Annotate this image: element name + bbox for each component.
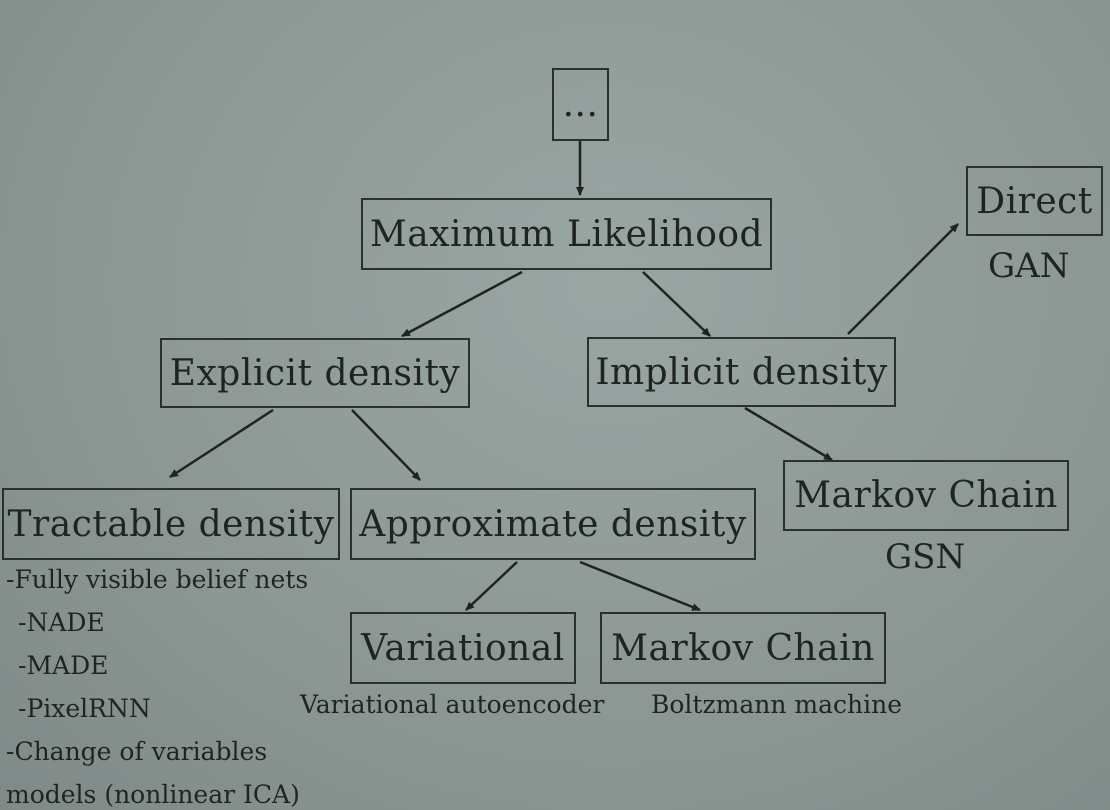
gan-label: GAN — [988, 246, 1070, 286]
root-node: ... — [552, 68, 609, 141]
edge-explicit-to-tractable — [169, 408, 274, 479]
edge-ml-to-implicit — [642, 271, 711, 337]
markov-chain-implicit-node: Markov Chain — [783, 460, 1069, 531]
edge-approximate-to-variational — [465, 561, 518, 611]
variational-node: Variational — [350, 612, 576, 684]
boltzmann-machine-label: Boltzmann machine — [651, 690, 903, 719]
edge-explicit-to-approximate — [351, 409, 421, 481]
tractable-density-node: Tractable density — [2, 488, 340, 560]
list-item: -Fully visible belief nets — [6, 565, 309, 594]
list-item: models (nonlinear ICA) — [6, 780, 300, 809]
explicit-density-node: Explicit density — [160, 338, 470, 408]
edge-implicit-to-direct — [847, 223, 959, 335]
tractable-examples-list: -Fully visible belief nets -NADE -MADE -… — [6, 558, 308, 810]
list-item: -PixelRNN — [18, 694, 151, 723]
direct-node: Direct — [966, 166, 1103, 236]
list-item: -NADE — [18, 608, 105, 637]
markov-chain-approx-node: Markov Chain — [600, 612, 886, 684]
maximum-likelihood-node: Maximum Likelihood — [361, 198, 772, 270]
approximate-density-node: Approximate density — [350, 488, 756, 560]
edge-ml-to-explicit — [401, 270, 523, 338]
edge-implicit-to-markov-chain — [744, 406, 833, 462]
list-item: -MADE — [18, 651, 109, 680]
variational-autoencoder-label: Variational autoencoder — [300, 690, 605, 719]
gsn-label: GSN — [885, 537, 966, 577]
edge-approximate-to-markov-chain — [579, 560, 701, 612]
list-item: -Change of variables — [6, 737, 268, 766]
implicit-density-node: Implicit density — [587, 337, 896, 407]
